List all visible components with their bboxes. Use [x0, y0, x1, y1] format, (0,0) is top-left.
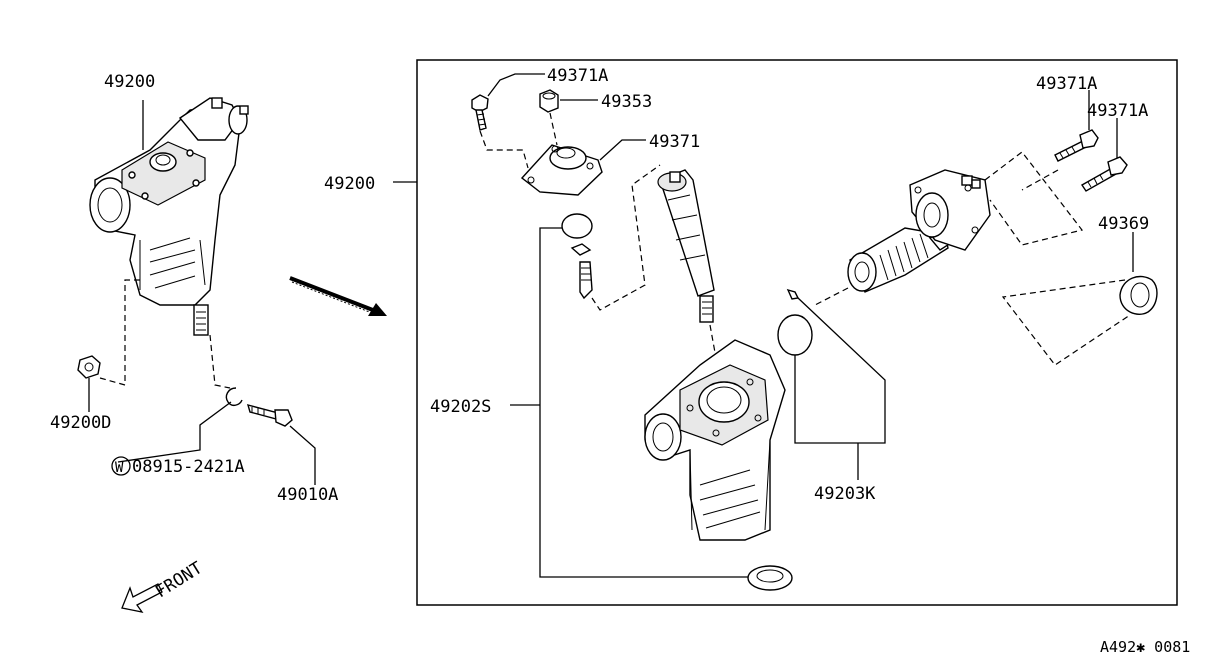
label-49203k: 49203K	[814, 484, 876, 504]
o-ring	[561, 213, 593, 239]
label-49200d: 49200D	[50, 413, 111, 433]
label-49010a: 49010A	[277, 485, 338, 505]
oil-seal-bottom	[747, 565, 793, 591]
washer-08915	[225, 387, 243, 407]
label-49371: 49371	[649, 132, 700, 152]
gear-housing-49202s	[644, 339, 786, 541]
diagram-code: A492✱ 0081	[1100, 638, 1190, 656]
nut-49200d	[77, 355, 101, 379]
seal-kit-49203k	[777, 288, 813, 356]
bolt-49371a-right-1	[1054, 129, 1099, 162]
label-49371a-right-1: 49371A	[1036, 74, 1097, 94]
cover-49371	[520, 144, 603, 196]
exploded-view-frame	[416, 59, 1178, 606]
bolt-49010a	[246, 404, 293, 427]
washer-marker-text: W	[115, 460, 124, 476]
label-49200-box: 49200	[324, 174, 375, 194]
label-49371a-top: 49371A	[547, 66, 608, 86]
nut-49353	[539, 89, 559, 113]
label-49202s: 49202S	[430, 397, 491, 417]
adjust-screw	[570, 243, 593, 300]
front-arrow-icon	[121, 583, 163, 613]
steering-gear-assembly-left	[89, 97, 249, 336]
label-08915-2421a: 08915-2421A	[132, 457, 245, 477]
label-49371a-right-2: 49371A	[1087, 101, 1148, 121]
input-shaft-valve	[657, 169, 715, 323]
valve-end-cap	[909, 169, 991, 251]
direction-arrow-icon	[289, 276, 387, 316]
oil-seal-49369	[1119, 275, 1158, 315]
bolt-49371a-top	[471, 94, 489, 131]
label-front: FRONT	[152, 558, 206, 602]
washer-marker-icon: W	[111, 456, 131, 476]
label-49369: 49369	[1098, 214, 1149, 234]
label-49200-left: 49200	[104, 72, 155, 92]
label-49353: 49353	[601, 92, 652, 112]
bolt-49371a-right-2	[1081, 156, 1128, 192]
